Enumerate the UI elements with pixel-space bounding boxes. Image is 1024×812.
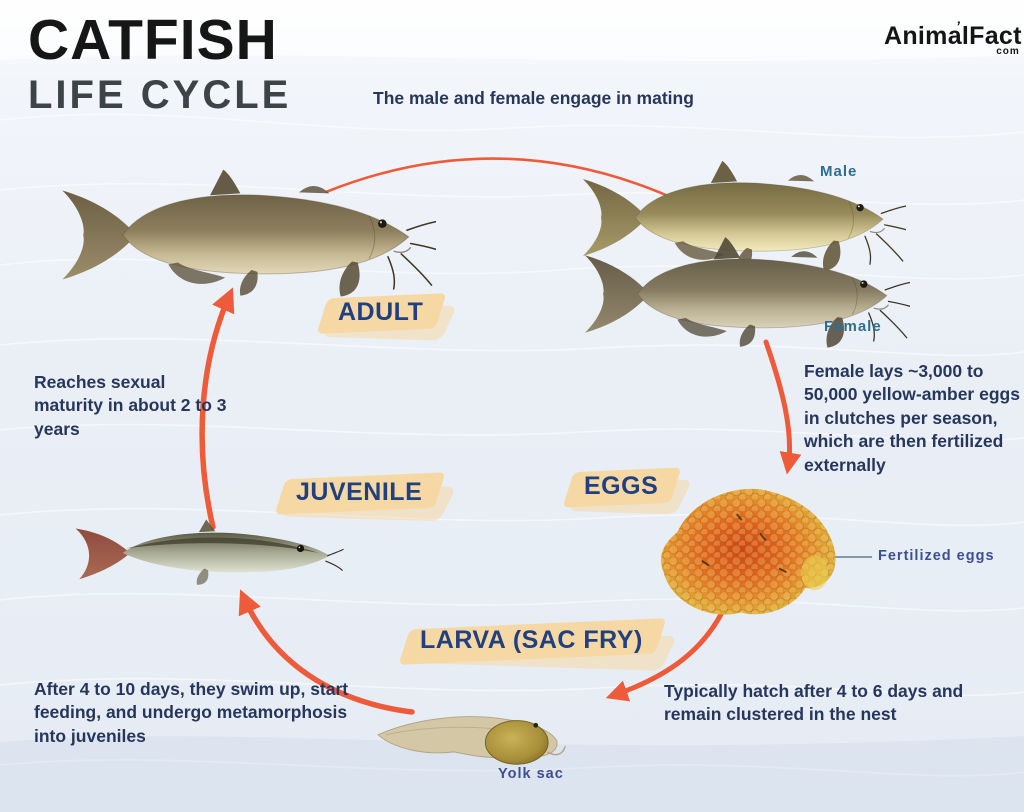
arrow-juvenile-to-adult [199, 287, 235, 530]
juvenile-annotation: After 4 to 10 days, they swim up, start … [34, 679, 349, 746]
egg-cluster-illustration [661, 488, 836, 615]
maturity-annotation: Reaches sexual maturity in about 2 to 3 … [34, 372, 227, 439]
yolk-sac-label: Yolk sac [498, 766, 564, 782]
eggs-annotation: Female lays ~3,000 to 50,000 yellow-ambe… [804, 361, 1020, 475]
arrow-female-to-eggs [763, 339, 802, 475]
adult-catfish-illustration [61, 168, 436, 298]
arrow-adult-to-mating [325, 157, 685, 205]
logo-text: AnimalFact [884, 22, 1022, 50]
brand-logo: AnimalFact ’ com [884, 18, 1022, 57]
logo-tld: com [996, 46, 1020, 57]
female-label: Female [824, 318, 882, 335]
header-title-block: CATFISH LIFE CYCLE [28, 8, 292, 117]
stage-label-adult: ADULT [338, 298, 424, 326]
hatch-annotation: Typically hatch after 4 to 6 days and re… [664, 681, 964, 725]
fertilized-eggs-label: Fertilized eggs [878, 548, 995, 564]
arrow-larva-to-juvenile [238, 589, 415, 715]
male-label: Male [820, 163, 858, 180]
stage-label-larva: LARVA (SAC FRY) [420, 626, 643, 654]
juvenile-catfish-illustration [75, 519, 344, 585]
page-title: CATFISH [28, 8, 278, 72]
arrow-eggs-to-larva [605, 597, 731, 702]
stage-label-juvenile: JUVENILE [296, 478, 423, 506]
page-subtitle: LIFE CYCLE [28, 73, 292, 117]
female-catfish-illustration [584, 236, 910, 349]
mating-annotation: The male and female engage in mating [373, 88, 694, 108]
larva-illustration [377, 716, 566, 765]
stage-label-eggs: EGGS [584, 472, 659, 500]
